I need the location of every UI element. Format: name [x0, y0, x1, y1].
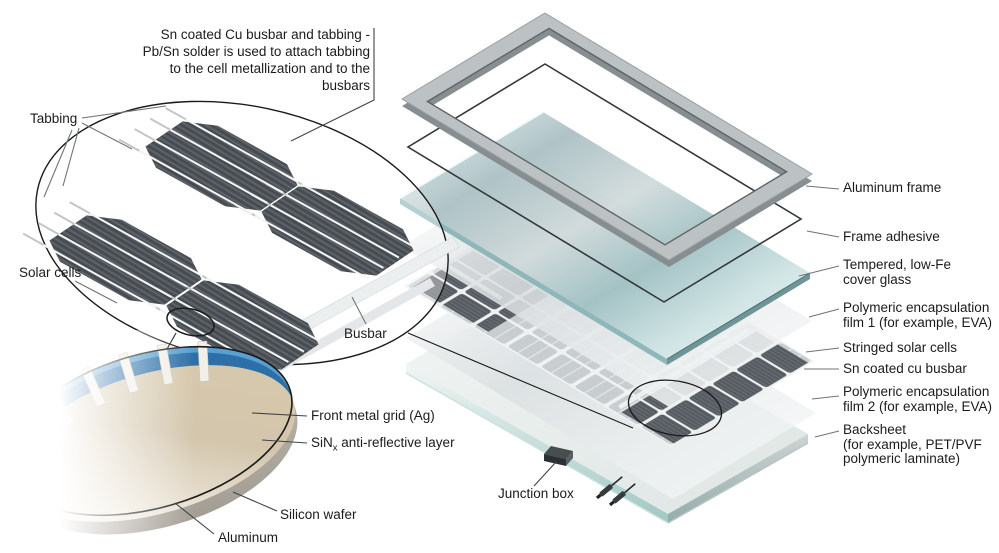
- front-metal-grid-label: Front metal grid (Ag): [311, 408, 435, 423]
- junction-box-label: Junction box: [498, 486, 574, 501]
- label-line: cover glass: [843, 271, 912, 287]
- tabbing-label: Tabbing: [30, 111, 78, 126]
- cable-connectors: [595, 476, 636, 507]
- aluminum-frame-label: Aluminum frame: [843, 180, 942, 196]
- label-line: Frame adhesive: [843, 229, 940, 244]
- silicon-wafer-label: Silicon wafer: [280, 507, 357, 522]
- cover-glass-layer: [399, 111, 811, 365]
- label-line: Tempered, low-Fe: [843, 257, 952, 272]
- solar-cells-group: [49, 121, 414, 370]
- encap-film-2-label: Polymeric encapsulation film 2 (for exam…: [843, 384, 993, 414]
- zoom-source-ellipse: [166, 307, 215, 337]
- cells-highlight-ellipse: [627, 379, 723, 437]
- label-line: Aluminum frame: [843, 180, 942, 195]
- aluminum-label: Aluminum: [218, 530, 279, 545]
- busbar-label: Busbar: [344, 326, 387, 341]
- encap-film-1-label: Polymeric encapsulation film 1 (for exam…: [843, 300, 993, 330]
- tabbing-wires: [22, 107, 415, 374]
- sinx-rest: anti-reflective layer: [337, 435, 455, 450]
- frame-adhesive-label: Frame adhesive: [843, 229, 940, 245]
- label-line: polymeric laminate): [843, 451, 961, 466]
- solar-cells-label: Solar cells: [19, 265, 82, 280]
- busbar-tabbing-callout: Sn coated Cu busbar and tabbing - Pb/Sn …: [124, 26, 370, 94]
- junction-box: [544, 446, 573, 466]
- label-line: Backsheet: [843, 422, 907, 437]
- cell-cross-section: [0, 330, 298, 545]
- leader-lines: [43, 28, 840, 535]
- label-line: (for example, PET/PVF: [843, 436, 982, 452]
- aluminum-frame-layer: [401, 12, 813, 267]
- label-line: film 2 (for example, EVA): [843, 398, 993, 414]
- detail-connector-line: [407, 332, 634, 429]
- callout-line: to the cell metallization and to the: [169, 61, 370, 76]
- callout-line: Pb/Sn solder is used to attach tabbing: [142, 44, 370, 59]
- sinx-layer-label: SiNx anti-reflective layer: [311, 435, 455, 454]
- callout-line: busbars: [321, 78, 370, 93]
- stringed-cells-label: Stringed solar cells: [843, 340, 958, 356]
- label-line: Polymeric encapsulation: [843, 300, 990, 315]
- exploded-stack: [399, 12, 816, 524]
- label-line: Stringed solar cells: [843, 340, 958, 355]
- label-line: film 1 (for example, EVA): [843, 314, 993, 330]
- label-line: Polymeric encapsulation: [843, 384, 990, 399]
- backsheet-label: Backsheet (for example, PET/PVF polymeri…: [843, 422, 982, 467]
- solar-cell-detail: [22, 107, 460, 379]
- sn-busbar-label: Sn coated cu busbar: [843, 361, 967, 377]
- sinx-subscript: x: [332, 442, 338, 454]
- sinx-prefix: SiN: [311, 435, 333, 450]
- callout-line: Sn coated Cu busbar and tabbing -: [160, 27, 370, 42]
- label-line: Sn coated cu busbar: [843, 361, 967, 376]
- cover-glass-label: Tempered, low-Fe cover glass: [843, 257, 952, 287]
